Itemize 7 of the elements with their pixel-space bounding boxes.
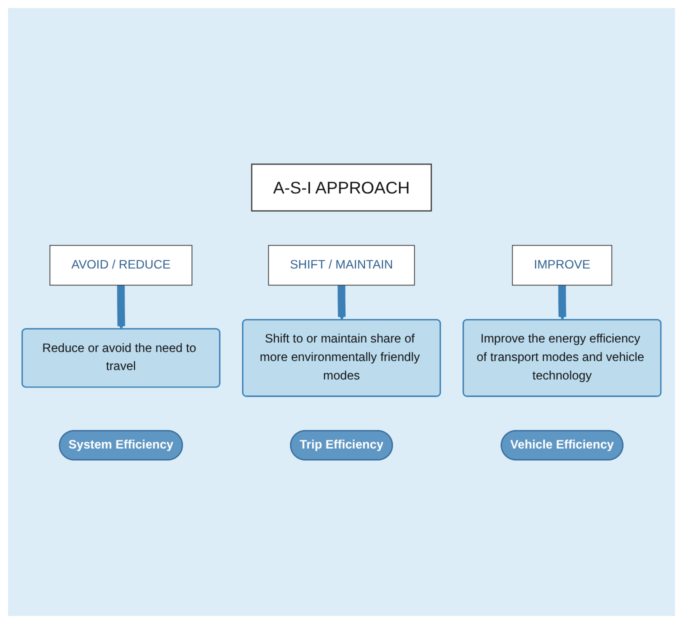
arrow (338, 284, 346, 320)
node-box: A-S-I APPROACH (251, 164, 432, 212)
arrow (558, 284, 566, 320)
node-box: IMPROVE (512, 244, 612, 286)
node-box: SHIFT / MAINTAIN (268, 244, 415, 286)
arrow (117, 284, 126, 330)
node-box: AVOID / REDUCE (50, 244, 192, 286)
